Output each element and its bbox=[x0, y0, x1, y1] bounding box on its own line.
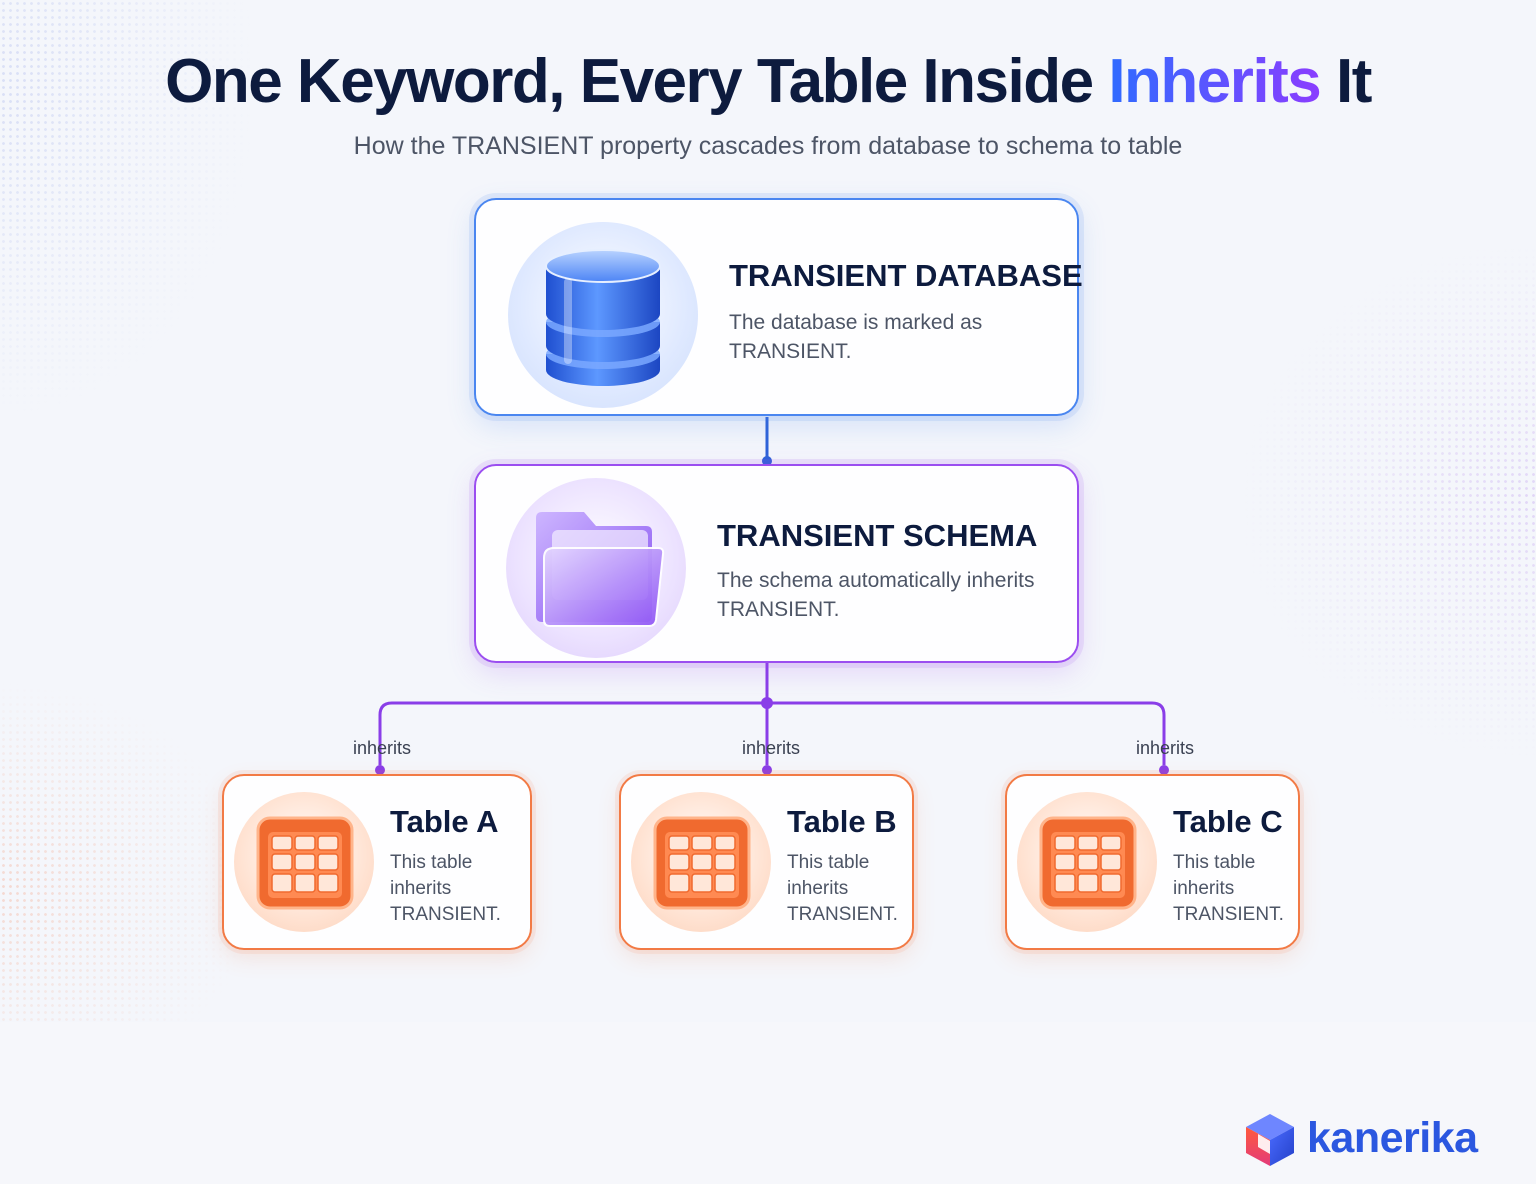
branch-right-line bbox=[767, 701, 1166, 765]
title-text-after: It bbox=[1320, 47, 1372, 116]
table-icon bbox=[234, 792, 374, 932]
edge-label-table-a: inherits bbox=[352, 738, 412, 758]
schema-card: TRANSIENT SCHEMA The schema automaticall… bbox=[474, 464, 1079, 663]
database-description: The database is marked as TRANSIENT. bbox=[729, 311, 983, 363]
table-c-description: This table inherits TRANSIENT. bbox=[1173, 852, 1284, 925]
page-subtitle: How the TRANSIENT property cascades from… bbox=[353, 132, 1183, 160]
branch-junction-dot bbox=[761, 697, 773, 709]
table-icon bbox=[631, 792, 771, 932]
database-title: TRANSIENT DATABASE bbox=[729, 258, 1083, 293]
table-b-title: Table B bbox=[787, 804, 897, 839]
table-card-a: Table A This table inherits TRANSIENT. bbox=[222, 774, 532, 950]
schema-description: The schema automatically inherits TRANSI… bbox=[717, 569, 1035, 621]
database-card: TRANSIENT DATABASE The database is marke… bbox=[474, 198, 1083, 416]
edge-label-table-b: inherits bbox=[741, 738, 801, 758]
background-dots-right bbox=[1236, 240, 1536, 760]
database-icon bbox=[508, 222, 698, 408]
table-a-title: Table A bbox=[390, 804, 499, 839]
table-a-description: This table inherits TRANSIENT. bbox=[390, 852, 501, 925]
brand-logo: kanerika bbox=[1244, 1108, 1504, 1172]
background-dots-bottom-left bbox=[0, 680, 260, 1030]
brand-name: kanerika bbox=[1307, 1114, 1478, 1162]
title-text-before: One Keyword, Every Table Inside bbox=[165, 47, 1109, 116]
table-card-c: Table C This table inherits TRANSIENT. bbox=[1005, 774, 1300, 950]
table-icon bbox=[1017, 792, 1157, 932]
background-dots-left bbox=[0, 0, 260, 420]
edge-label-table-c: inherits bbox=[1135, 738, 1195, 758]
folder-icon bbox=[506, 478, 686, 658]
title-highlight: Inherits bbox=[1108, 47, 1321, 116]
table-c-title: Table C bbox=[1173, 804, 1283, 839]
cube-logo-icon bbox=[1246, 1114, 1294, 1166]
table-card-b: Table B This table inherits TRANSIENT. bbox=[619, 774, 914, 950]
page-title: One Keyword, Every Table Inside Inherits… bbox=[0, 46, 1536, 117]
schema-title: TRANSIENT SCHEMA bbox=[717, 518, 1038, 553]
table-b-description: This table inherits TRANSIENT. bbox=[787, 852, 898, 925]
branch-left-line bbox=[378, 701, 767, 765]
